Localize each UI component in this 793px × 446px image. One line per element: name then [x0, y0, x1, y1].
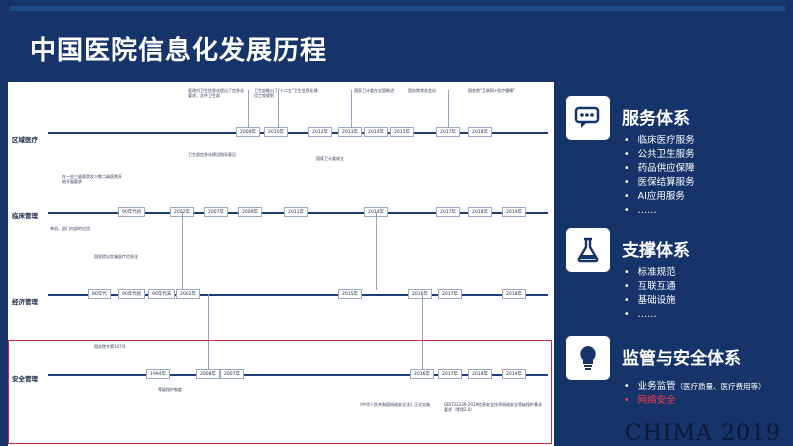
year-marker: 2013年 — [338, 127, 362, 137]
year-marker: 90年代末 — [148, 289, 176, 299]
regional-axis — [48, 132, 548, 134]
track-label-security: 安全管理 — [12, 375, 38, 383]
list-item: 临床医疗服务 — [624, 134, 695, 148]
year-marker: 2016年 — [410, 369, 434, 379]
year-marker: 2009年 — [238, 207, 262, 217]
service-list: 临床医疗服务 公共卫生服务 药品供应保障 医保结算服务 AI应用服务 …… — [624, 134, 695, 218]
lightbulb-icon — [566, 336, 610, 380]
timeline-note: 卫生部推出了"十二五"卫生信息化建设工程规划 — [254, 88, 318, 99]
year-marker: 2014年 — [364, 127, 388, 137]
track-label-economic: 经济管理 — [12, 298, 38, 306]
connector-line — [376, 212, 377, 290]
timeline-note: 医改对卫生信息化提出了信息化要求，文件卫生部 — [188, 88, 244, 99]
security-axis — [48, 374, 548, 376]
timeline-note: 单机，部门内部的应用 — [50, 226, 90, 231]
section-title: 监管与安全体系 — [622, 349, 741, 369]
connector-line — [248, 90, 249, 128]
year-marker: 2007年 — [204, 207, 228, 217]
year-marker: 2018年 — [502, 289, 526, 299]
page-title: 中国医院信息化发展历程 — [30, 36, 328, 66]
year-marker: 90年代初 — [118, 289, 146, 299]
year-marker: 2014年 — [364, 207, 388, 217]
timeline-note: GB/T22239-2019信息安全技术网络安全等级保护基本要求（等保2.0） — [444, 402, 542, 413]
timeline-note: 等级保护制度 — [158, 387, 182, 392]
list-item: …… — [624, 308, 676, 322]
timeline-note: 国家卫计委成立 — [316, 156, 344, 161]
year-marker: 2002年 — [176, 289, 200, 299]
connector-line — [351, 90, 352, 128]
year-marker: 2012年 — [308, 127, 332, 137]
year-marker: 2010年 — [264, 127, 288, 137]
timeline-note: 《中华人民共和国网络安全法》正式实施 — [358, 402, 430, 407]
year-marker: 2016年 — [408, 289, 432, 299]
list-item: 公共卫生服务 — [624, 148, 695, 162]
year-marker: 2017年 — [436, 127, 460, 137]
track-label-clinical: 临床管理 — [12, 212, 38, 220]
list-item: …… — [624, 204, 695, 218]
year-marker: 2008年 — [196, 369, 220, 379]
connector-line — [278, 90, 279, 128]
item-label: 业务监管 — [637, 381, 676, 392]
flask-icon — [566, 228, 610, 272]
chat-icon — [566, 96, 610, 140]
year-marker: 1994年 — [146, 369, 170, 379]
support-list: 标准规范 互联互通 基础设施 …… — [624, 266, 676, 322]
economic-axis — [48, 294, 548, 296]
regulation-list: 业务监管（医疗质量、医疗费用等） 网络安全 — [624, 380, 766, 408]
year-marker: 2018年 — [468, 207, 492, 217]
year-marker: 2019年 — [502, 369, 526, 379]
section-title: 支撑体系 — [622, 241, 690, 261]
list-item-alert: 网络安全 — [624, 394, 766, 408]
timeline-note: 国务院"互联网+医疗健康" — [468, 88, 516, 93]
timeline-note: 卫生部信息化建设指导意见 — [188, 152, 236, 157]
watermark: CHIMA 2019 — [624, 421, 781, 446]
year-marker: 2011年 — [284, 207, 308, 217]
year-marker: 2018年 — [468, 369, 492, 379]
track-label-regional: 区域医疗 — [12, 136, 38, 144]
year-marker: 2015年 — [390, 127, 414, 137]
year-marker: 2002年 — [170, 207, 194, 217]
item-note: （医疗质量、医疗费用等） — [675, 382, 766, 391]
timeline-note: 国务院令第147号 — [94, 344, 126, 349]
list-item: AI应用服务 — [624, 190, 695, 204]
connector-line — [448, 90, 449, 128]
year-marker: 2015年 — [338, 289, 362, 299]
connector-line — [182, 212, 183, 290]
list-item: 基础设施 — [624, 294, 676, 308]
security-highlight-frame — [8, 340, 552, 444]
list-item: 药品供应保障 — [624, 162, 695, 176]
connector-line — [208, 294, 209, 370]
year-marker: 2017年 — [436, 207, 460, 217]
year-marker: 2007年 — [220, 369, 244, 379]
year-marker: 2018年 — [468, 127, 492, 137]
list-item: 互联互通 — [624, 280, 676, 294]
list-item: 标准规范 — [624, 266, 676, 280]
year-marker: 80年代 — [88, 289, 111, 299]
year-marker: 90年代初 — [118, 207, 146, 217]
timeline-note: 国务院常务会议 — [408, 88, 436, 93]
sidebar: 服务体系 临床医疗服务 公共卫生服务 药品供应保障 医保结算服务 AI应用服务 … — [566, 88, 786, 428]
list-item: 业务监管（医疗质量、医疗费用等） — [624, 380, 766, 394]
year-marker: 2019年 — [502, 207, 526, 217]
year-marker: 2017年 — [438, 369, 462, 379]
timeline-note: 国家提出实施医疗信息化 — [94, 254, 138, 259]
title-bar — [10, 6, 785, 11]
connector-line — [422, 294, 423, 370]
year-marker: 2009年 — [236, 127, 260, 137]
list-item: 医保结算服务 — [624, 176, 695, 190]
timeline-panel: 区域医疗 临床管理 经济管理 安全管理 2009年 2010年 2012年 20… — [8, 82, 554, 446]
timeline-note: 在一些三级医院及少数二级医院开始开展要求 — [62, 174, 122, 185]
year-marker: 2017年 — [438, 289, 462, 299]
section-title: 服务体系 — [622, 109, 690, 129]
timeline-note: 国家卫计委在全国推进 — [354, 88, 394, 93]
